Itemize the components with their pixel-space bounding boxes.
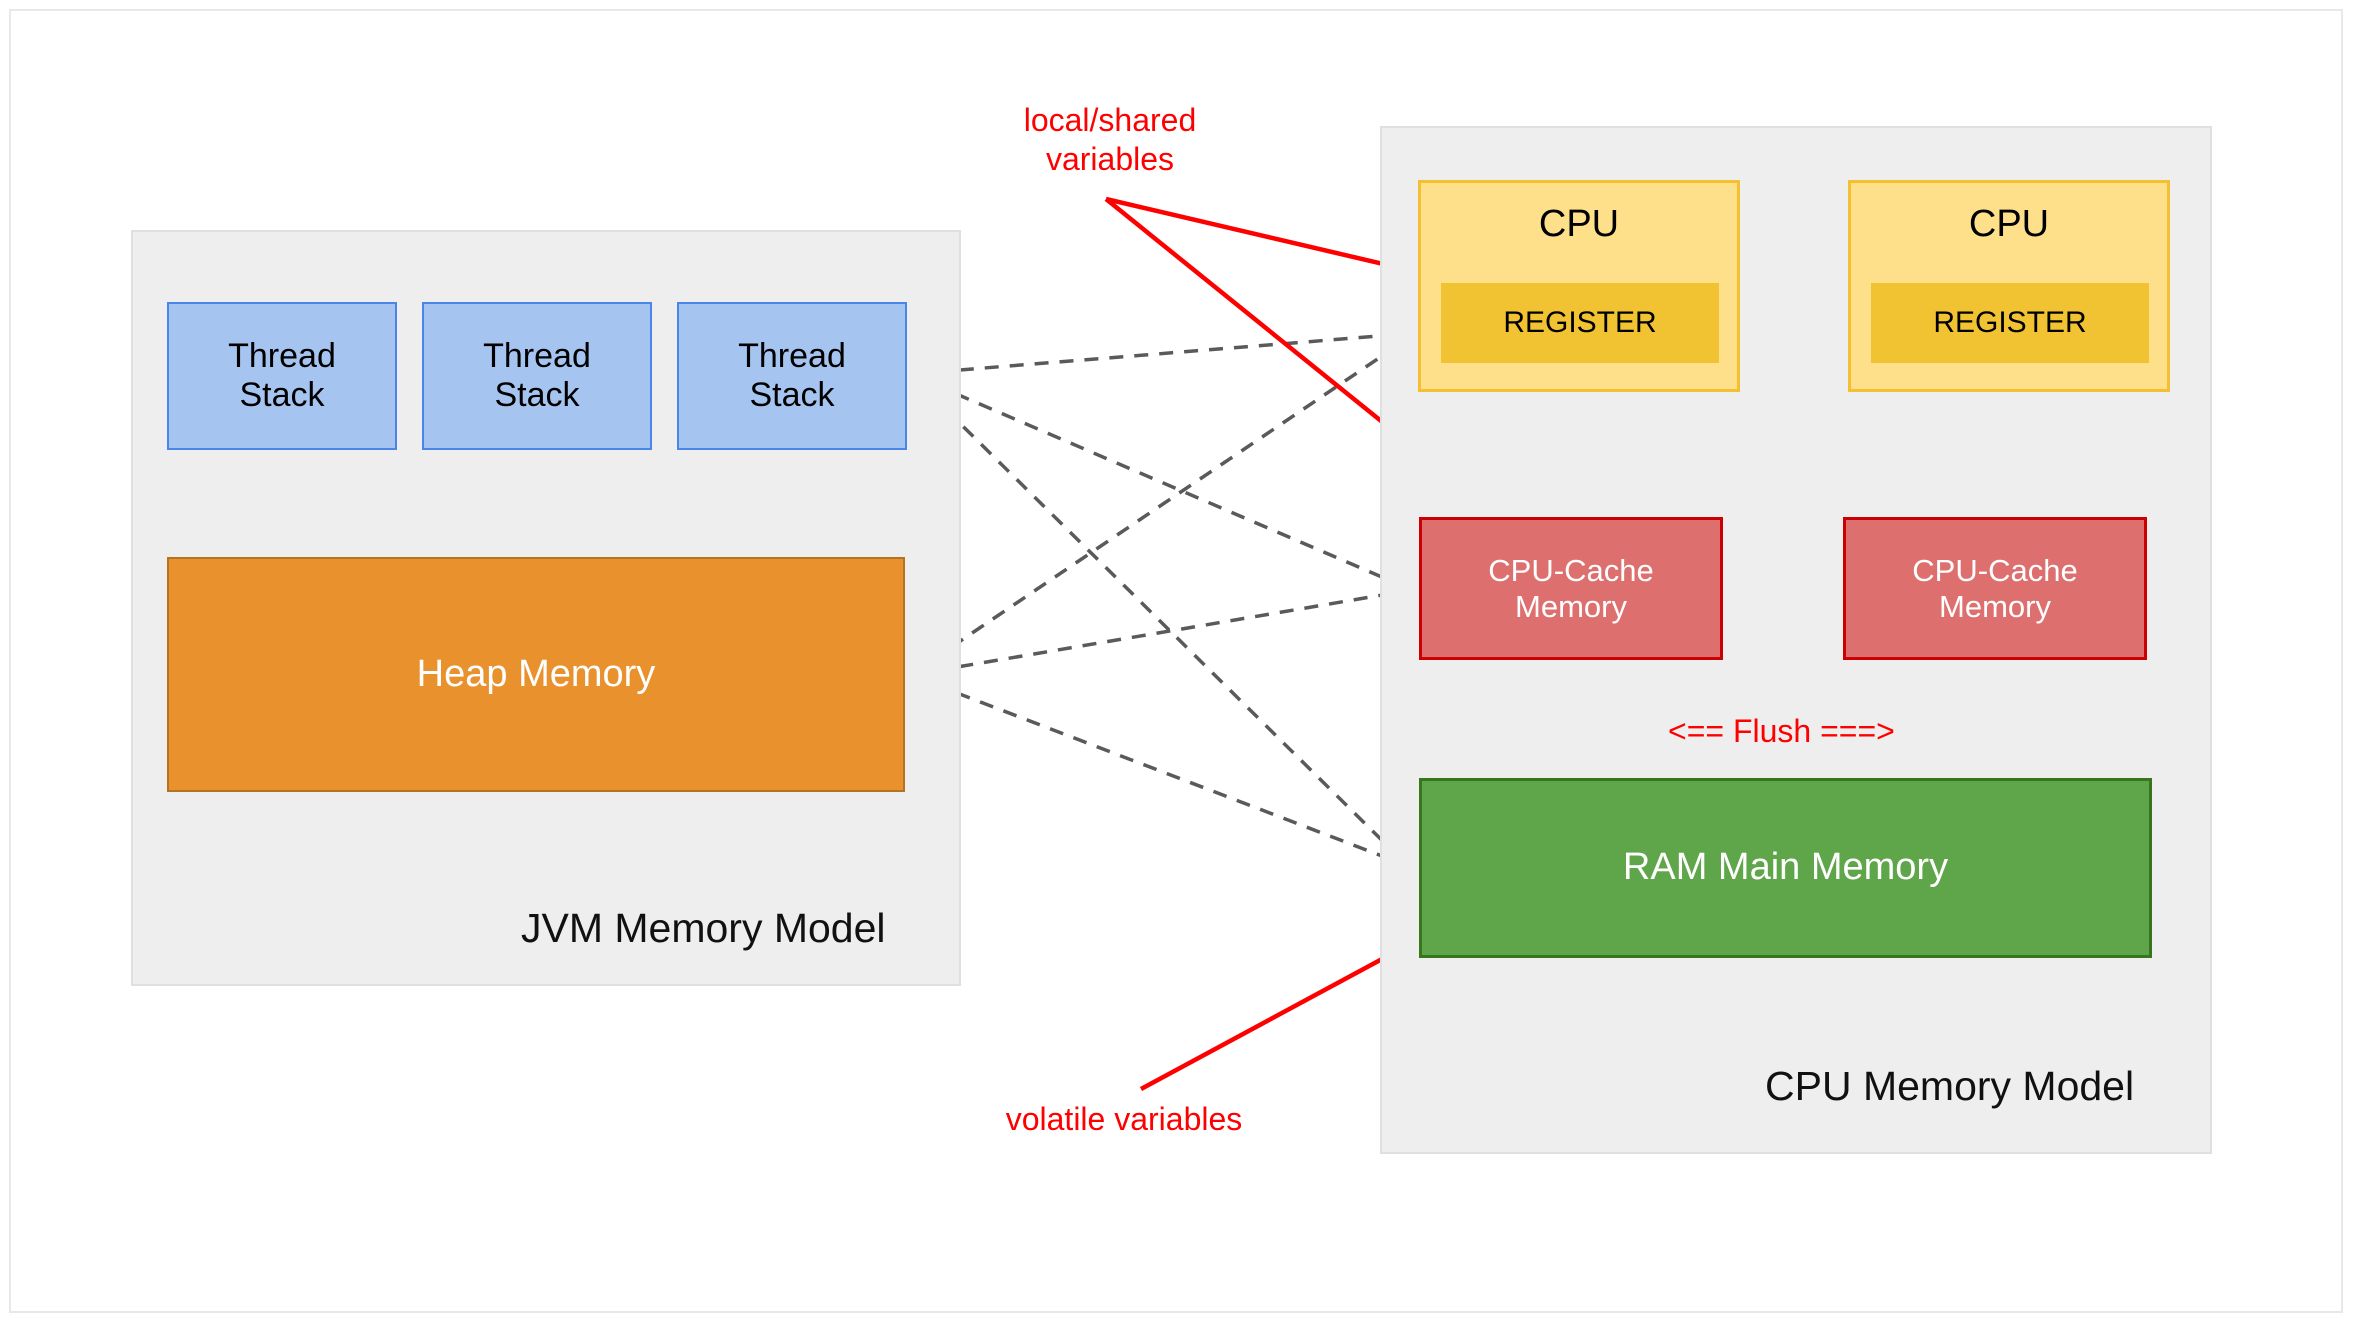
cpu-panel-caption: CPU Memory Model	[1765, 1063, 2135, 1109]
thread-stack-box[interactable]: Thread Stack	[677, 302, 907, 450]
cpu-cache-memory-box[interactable]: CPU-Cache Memory	[1843, 517, 2147, 660]
thread-stack-box[interactable]: Thread Stack	[422, 302, 652, 450]
cpu-box[interactable]: CPU REGISTER	[1418, 180, 1740, 392]
register-box[interactable]: REGISTER	[1871, 283, 2149, 363]
heap-memory-box[interactable]: Heap Memory	[167, 557, 905, 792]
local-shared-variables-annotation: local/shared variables	[1023, 102, 1197, 178]
ram-main-memory-box[interactable]: RAM Main Memory	[1419, 778, 2152, 958]
cpu-box[interactable]: CPU REGISTER	[1848, 180, 2170, 392]
volatile-variables-annotation: volatile variables	[1005, 1101, 1243, 1137]
cpu-cache-memory-box[interactable]: CPU-Cache Memory	[1419, 517, 1723, 660]
flush-label: <== Flush ===>	[1668, 713, 1895, 749]
jvm-panel-caption: JVM Memory Model	[521, 905, 886, 951]
cpu-label: CPU	[1968, 203, 2050, 245]
thread-stack-box[interactable]: Thread Stack	[167, 302, 397, 450]
register-box[interactable]: REGISTER	[1441, 283, 1719, 363]
cpu-label: CPU	[1538, 203, 1620, 245]
